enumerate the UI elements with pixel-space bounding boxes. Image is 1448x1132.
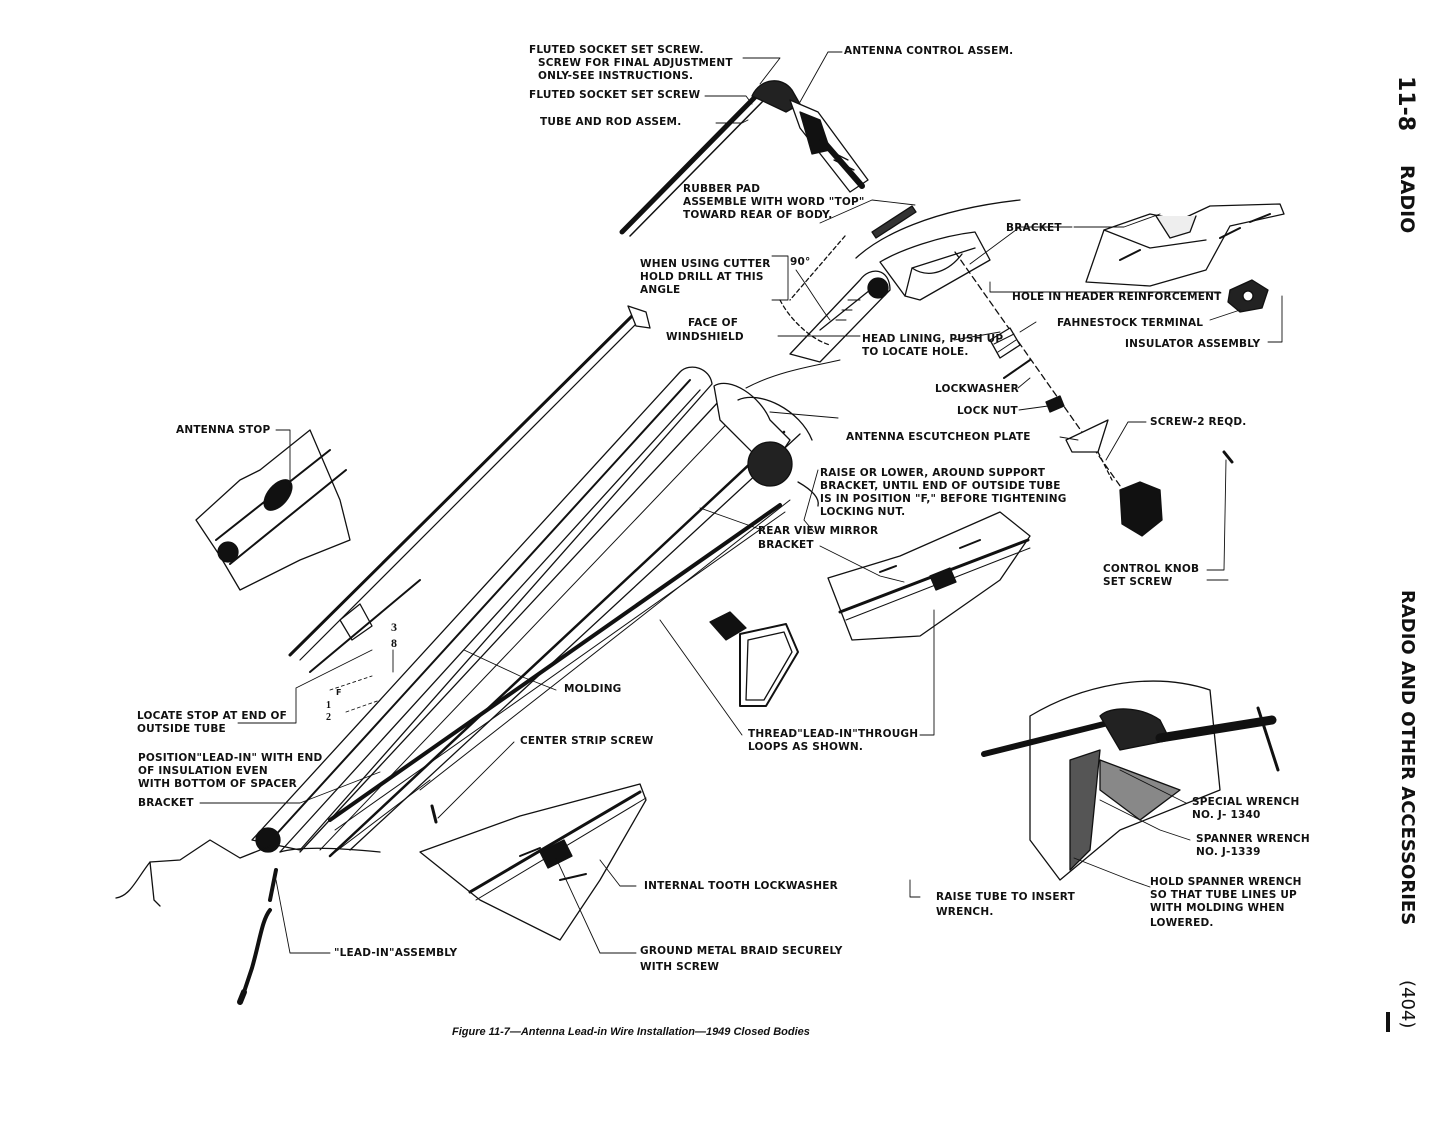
label-head-lining-2: TO LOCATE HOLE. [862, 346, 969, 358]
label-hole-header: HOLE IN HEADER REINFORCEMENT [1012, 291, 1222, 303]
label-escutcheon: ANTENNA ESCUTCHEON PLATE [846, 431, 1031, 443]
page-number: (404) [1397, 980, 1418, 1029]
label-lockwasher: LOCKWASHER [935, 383, 1019, 395]
label-special-wrench-2: NO. J- 1340 [1192, 809, 1261, 821]
label-ground-2: WITH SCREW [640, 961, 720, 973]
label-raise-lower-3: IS IN POSITION "F," BEFORE TIGHTENING [820, 493, 1067, 505]
label-raise-tube-2: WRENCH. [936, 906, 994, 918]
antenna-control-assembly [619, 80, 869, 237]
exploded-hardware [954, 251, 1234, 537]
label-antenna-control: ANTENNA CONTROL ASSEM. [844, 45, 1014, 57]
chapter-title: RADIO AND OTHER ACCESSORIES [1397, 590, 1418, 926]
label-f-mark: F [336, 688, 342, 697]
label-hold-spanner-1: HOLD SPANNER WRENCH [1150, 876, 1302, 888]
label-fahnestock: FAHNESTOCK TERMINAL [1057, 317, 1204, 329]
fraction-1-2-numerator: 1 [326, 700, 331, 711]
label-raise-lower-4: LOCKING NUT. [820, 506, 906, 518]
lead-in-wire [237, 908, 272, 1005]
label-screw-2: SCREW-2 REQD. [1150, 416, 1247, 428]
label-set-screw: SET SCREW [1103, 576, 1173, 588]
label-face-windshield-2: WINDSHIELD [666, 331, 744, 343]
label-tube-rod: TUBE AND ROD ASSEM. [540, 116, 682, 128]
mirror-bracket-inset [827, 511, 1031, 641]
label-raise-lower-1: RAISE OR LOWER, AROUND SUPPORT [820, 467, 1046, 479]
header-reinforcement-section [779, 199, 1021, 363]
label-fluted-socket: FLUTED SOCKET SET SCREW [529, 89, 701, 101]
angle-marks [329, 269, 831, 713]
label-rubber-pad-2: ASSEMBLE WITH WORD "TOP" [683, 196, 865, 208]
label-raise-tube-1: RAISE TUBE TO INSERT [936, 891, 1075, 903]
label-internal-tooth: INTERNAL TOOTH LOCKWASHER [644, 880, 838, 892]
bracket-part [1085, 203, 1285, 313]
rear-view-mirror [709, 611, 799, 707]
label-lead-in-assembly: "LEAD-IN"ASSEMBLY [334, 947, 458, 959]
label-angle-90: 90° [790, 256, 811, 268]
label-lock-nut: LOCK NUT [957, 405, 1018, 417]
label-locate-stop-2: OUTSIDE TUBE [137, 723, 226, 735]
label-antenna-stop: ANTENNA STOP [176, 424, 271, 436]
label-mirror-2: BRACKET [758, 539, 814, 551]
label-head-lining-1: HEAD LINING, PUSH UP [862, 333, 1004, 345]
label-position-1: POSITION"LEAD-IN" WITH END [138, 752, 323, 764]
wrench-inset [981, 680, 1280, 881]
windshield-pillar [115, 359, 841, 907]
label-hold-spanner-4: LOWERED. [1150, 917, 1214, 929]
label-special-wrench-1: SPECIAL WRENCH [1192, 796, 1300, 808]
fraction-3-8-denominator: 8 [391, 636, 397, 650]
label-position-3: WITH BOTTOM OF SPACER [138, 778, 297, 790]
figure-caption: Figure 11-7—Antenna Lead-in Wire Install… [452, 1026, 810, 1038]
label-cutter-1: WHEN USING CUTTER [640, 258, 771, 270]
outside-tube [288, 305, 651, 673]
margin-rule [1386, 1012, 1390, 1032]
label-hold-spanner-2: SO THAT TUBE LINES UP [1150, 889, 1297, 901]
antenna-stop-inset [195, 429, 351, 591]
label-rubber-pad-3: TOWARD REAR OF BODY. [683, 209, 833, 221]
label-position-2: OF INSULATION EVEN [138, 765, 268, 777]
label-spanner-1: SPANNER WRENCH [1196, 833, 1310, 845]
label-fluted-final-3: ONLY-SEE INSTRUCTIONS. [538, 70, 694, 82]
label-face-windshield-1: FACE OF [688, 317, 739, 329]
label-cutter-2: HOLD DRILL AT THIS [640, 271, 764, 283]
label-rubber-pad-1: RUBBER PAD [683, 183, 761, 195]
label-spanner-2: NO. J-1339 [1196, 846, 1261, 858]
label-fluted-final-2: SCREW FOR FINAL ADJUSTMENT [538, 57, 733, 69]
label-cutter-3: ANGLE [640, 284, 681, 296]
label-control-knob: CONTROL KNOB [1103, 563, 1200, 575]
label-raise-lower-2: BRACKET, UNTIL END OF OUTSIDE TUBE [820, 480, 1061, 492]
section-number: 11-8 [1393, 76, 1418, 132]
label-thread-1: THREAD"LEAD-IN"THROUGH [748, 728, 919, 740]
label-fluted-final-1: FLUTED SOCKET SET SCREW. [529, 44, 704, 56]
label-insulator: INSULATOR ASSEMBLY [1125, 338, 1261, 350]
label-thread-2: LOOPS AS SHOWN. [748, 741, 864, 753]
label-position-4: BRACKET [138, 797, 194, 809]
leader-lines [199, 51, 1283, 954]
fraction-3-8-numerator: 3 [391, 620, 397, 634]
label-bracket: BRACKET [1006, 222, 1062, 234]
label-ground-1: GROUND METAL BRAID SECURELY [640, 945, 843, 957]
label-locate-stop-1: LOCATE STOP AT END OF [137, 710, 288, 722]
label-mirror-1: REAR VIEW MIRROR [758, 525, 879, 537]
label-center-strip: CENTER STRIP SCREW [520, 735, 654, 747]
fraction-1-2-denominator: 2 [326, 712, 331, 723]
section-title: RADIO [1396, 165, 1418, 234]
label-molding: MOLDING [564, 683, 622, 695]
label-hold-spanner-3: WITH MOLDING WHEN [1150, 902, 1285, 914]
center-strip-inset [419, 783, 647, 941]
